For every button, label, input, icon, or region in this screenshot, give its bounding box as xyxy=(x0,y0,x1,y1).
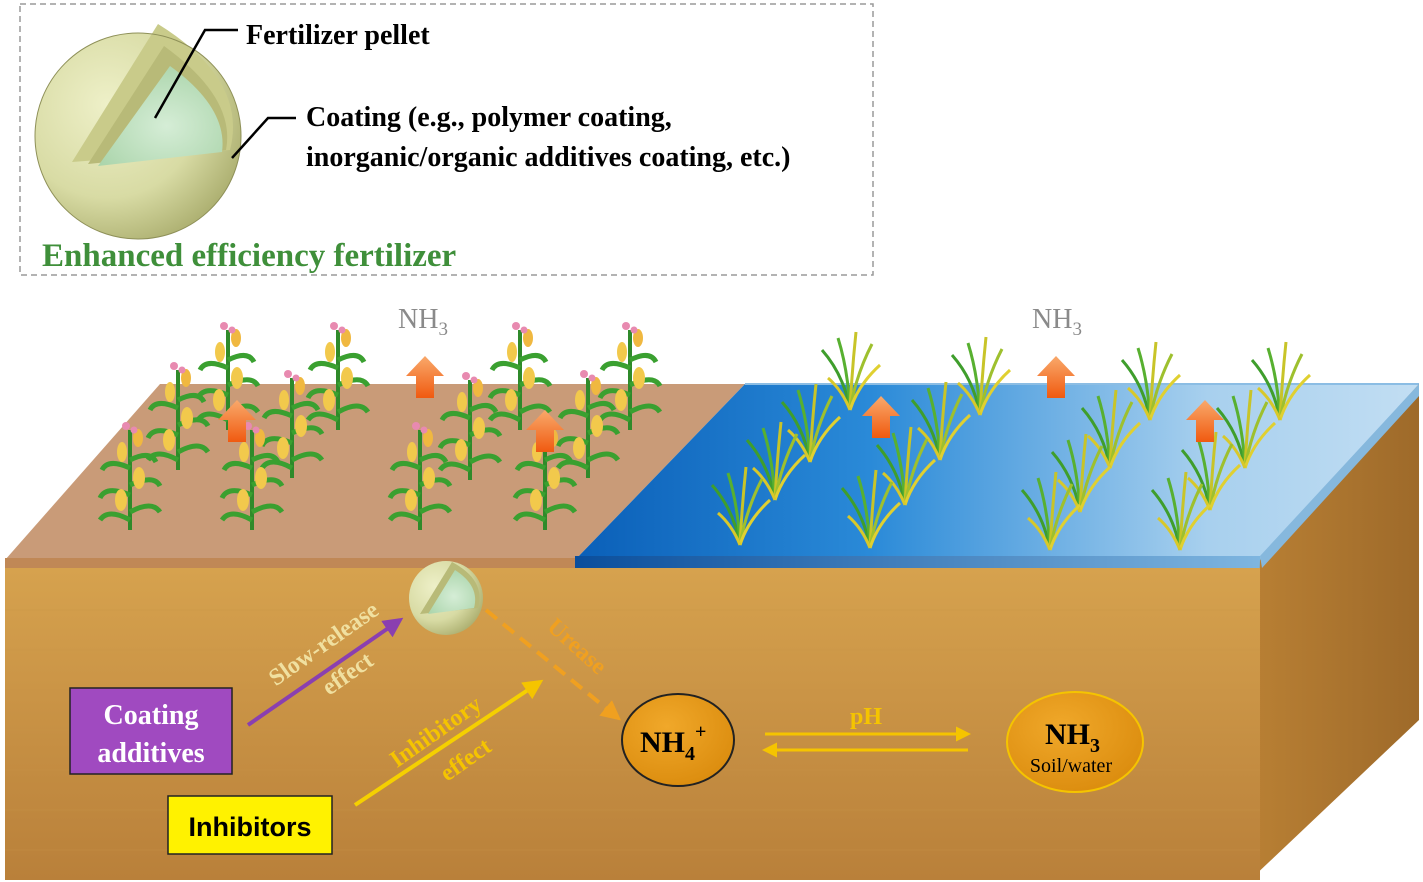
soil-block-side xyxy=(1250,384,1419,880)
pellet-leader-line xyxy=(153,28,238,119)
ammonium-label: NH4+ xyxy=(640,721,706,765)
soil-pellet-icon xyxy=(409,561,483,635)
ammonia-ellipse xyxy=(1006,691,1144,793)
fertilizer-pellet-label: Fertilizer pellet xyxy=(246,20,430,51)
coating-leader-line xyxy=(231,116,296,159)
legend-box: Fertilizer pellet Coating (e.g., polymer… xyxy=(19,3,874,276)
soil-water-label: Soil/water xyxy=(1030,755,1113,777)
coating-label-line1: Coating (e.g., polymer coating, xyxy=(306,102,672,133)
urease-arrow xyxy=(484,608,622,721)
emission-arrow-icon xyxy=(526,410,564,452)
nh3-emission-label-right: NH3 xyxy=(1032,304,1082,340)
paddy-water-edge xyxy=(575,556,1262,568)
coating-additives-line1: Coating xyxy=(104,700,199,731)
inhibitors-box xyxy=(167,795,333,855)
ammonium-circle xyxy=(621,693,735,787)
coating-additives-line2: additives xyxy=(97,738,204,769)
coating-label-line2: inorganic/organic additives coating, etc… xyxy=(306,142,791,173)
nh3-emission-label-left: NH3 xyxy=(398,304,448,340)
inhibitory-effect-arrow xyxy=(353,679,544,807)
legend-title: Enhanced efficiency fertilizer xyxy=(42,238,456,274)
emission-arrow-icon xyxy=(1037,356,1075,398)
pellet-cutaway-icon xyxy=(34,24,242,240)
emission-arrows xyxy=(218,356,1224,452)
emission-arrow-icon xyxy=(862,396,900,438)
emission-arrow-icon xyxy=(218,400,256,442)
coating-additives-box xyxy=(69,687,233,775)
inhibitors-label: Inhibitors xyxy=(189,812,312,842)
slow-release-arrow xyxy=(246,617,404,727)
emission-arrow-icon xyxy=(1186,400,1224,442)
ph-label: pH xyxy=(850,704,882,730)
ammonia-label: NH3 xyxy=(1045,718,1100,757)
emission-arrow-icon xyxy=(406,356,444,398)
field-block: NH3 NH3 xyxy=(5,304,1419,880)
